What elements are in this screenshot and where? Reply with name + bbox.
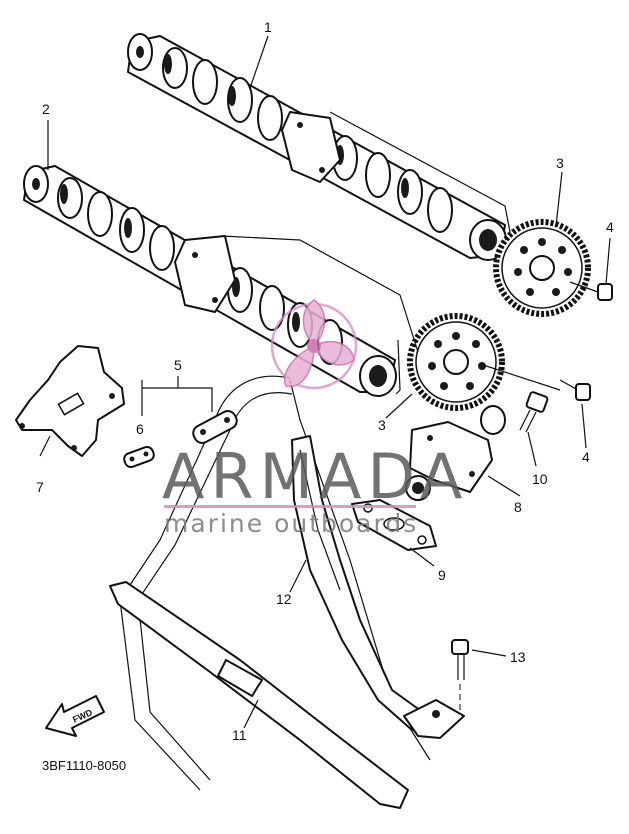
tensioner-bolt[interactable] <box>519 391 549 433</box>
label-10: 10 <box>532 471 548 487</box>
chain-guide-front[interactable] <box>109 581 409 809</box>
label-3-upper: 3 <box>556 155 564 171</box>
drawing-code: 3BF1110-8050 <box>42 758 126 773</box>
watermark-brand: ARMADA <box>162 440 468 513</box>
sprocket-bolt-upper[interactable] <box>569 281 613 301</box>
label-4-lower: 4 <box>582 449 590 465</box>
leader-lines <box>39 35 611 729</box>
cam-sprocket-upper[interactable] <box>493 219 591 317</box>
label-11: 11 <box>232 727 247 743</box>
label-4-upper: 4 <box>606 219 614 235</box>
guide-bolt[interactable] <box>451 639 469 710</box>
fwd-arrow: FWD <box>45 695 105 737</box>
label-6: 6 <box>136 421 144 437</box>
sprocket-bolt-lower[interactable] <box>559 379 591 401</box>
camshaft-1[interactable] <box>127 33 507 261</box>
cam-sprocket-lower[interactable] <box>407 313 505 411</box>
chain-tensioner[interactable] <box>405 405 506 501</box>
master-link[interactable] <box>123 445 156 469</box>
watermark-divider <box>164 505 416 508</box>
label-5: 5 <box>174 357 182 373</box>
label-12: 12 <box>276 591 292 607</box>
part-number-labels: 1 2 3 3 4 4 5 6 7 8 9 10 11 12 13 <box>36 19 614 743</box>
label-7: 7 <box>36 479 44 495</box>
armada-watermark: ARMADA marine outboards <box>162 299 468 538</box>
chain-link-sample[interactable] <box>190 408 239 445</box>
label-1: 1 <box>264 19 272 35</box>
watermark-tagline: marine outboards <box>164 509 418 538</box>
label-8: 8 <box>514 499 522 515</box>
label-13: 13 <box>510 649 526 665</box>
label-9: 9 <box>438 567 446 583</box>
assembly-lines <box>221 111 561 395</box>
cam-chain[interactable] <box>119 375 431 791</box>
label-3-lower: 3 <box>378 417 386 433</box>
propeller-logo <box>270 299 358 390</box>
label-2: 2 <box>42 101 50 117</box>
chain-guide-top[interactable] <box>15 345 125 457</box>
guide-bracket[interactable] <box>403 699 465 739</box>
camshaft-2[interactable] <box>23 165 397 397</box>
